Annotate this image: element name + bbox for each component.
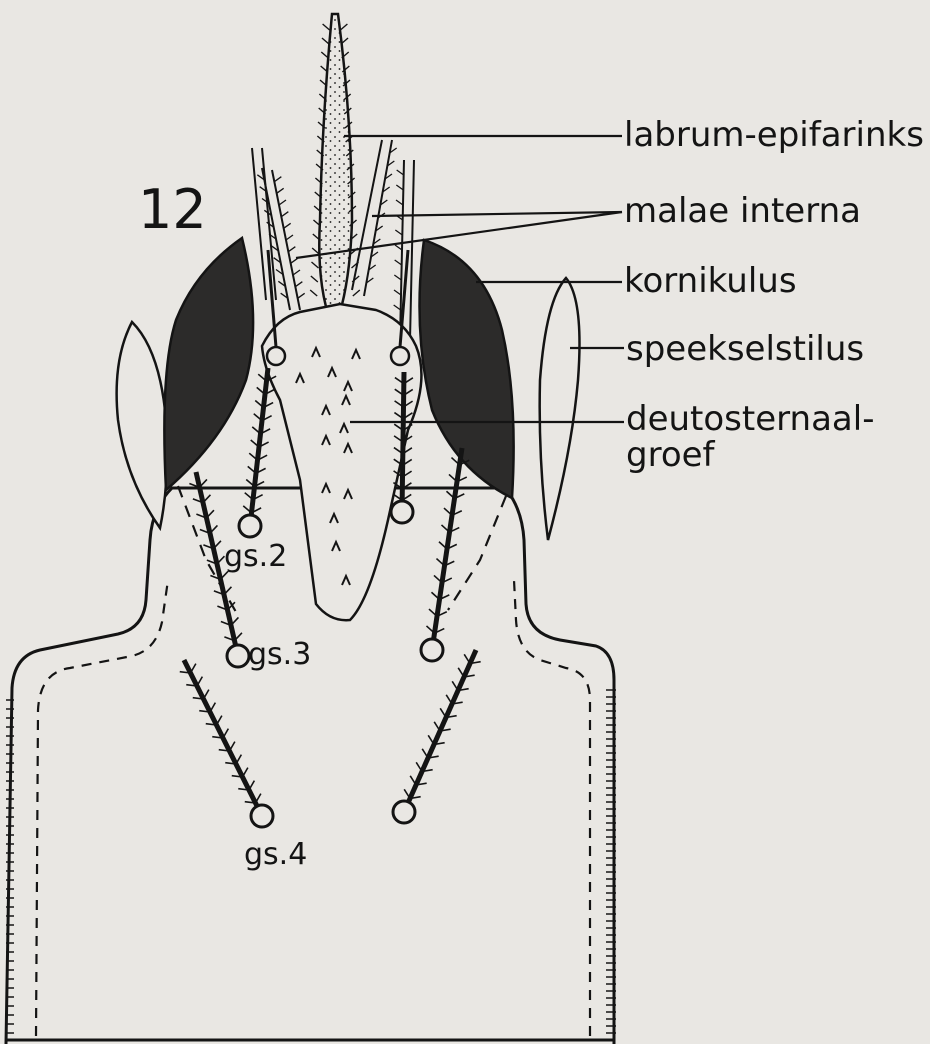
label-malae-interna: malae interna <box>624 191 861 231</box>
body-outline <box>6 488 614 1044</box>
label-gs2: gs.2 <box>224 539 287 574</box>
label-groef: groef <box>626 435 716 475</box>
leader-malae-1 <box>372 212 622 216</box>
label-gs3: gs.3 <box>248 637 311 672</box>
inner-dashed-outline <box>36 580 168 1036</box>
label-deutosternaal: deutosternaal- <box>626 399 874 439</box>
kornikulus-right <box>420 240 514 498</box>
inner-dashed-outline-right <box>514 580 590 1036</box>
speekselstilus-left <box>117 322 168 528</box>
label-kornikulus: kornikulus <box>624 261 797 301</box>
label-gs4: gs.4 <box>244 837 307 872</box>
pore-left <box>267 347 285 365</box>
speekselstilus-right <box>540 278 580 540</box>
figure-number: 12 <box>138 178 207 241</box>
malae-interna-left <box>252 148 300 310</box>
edge-hatching <box>6 690 616 1033</box>
pore-right <box>391 347 409 365</box>
label-speekselstilus: speekselstilus <box>626 329 864 369</box>
labrum-epifarinks <box>319 14 352 330</box>
kornikulus-left <box>164 238 253 490</box>
label-labrum-epifarinks: labrum-epifarinks <box>624 115 924 155</box>
